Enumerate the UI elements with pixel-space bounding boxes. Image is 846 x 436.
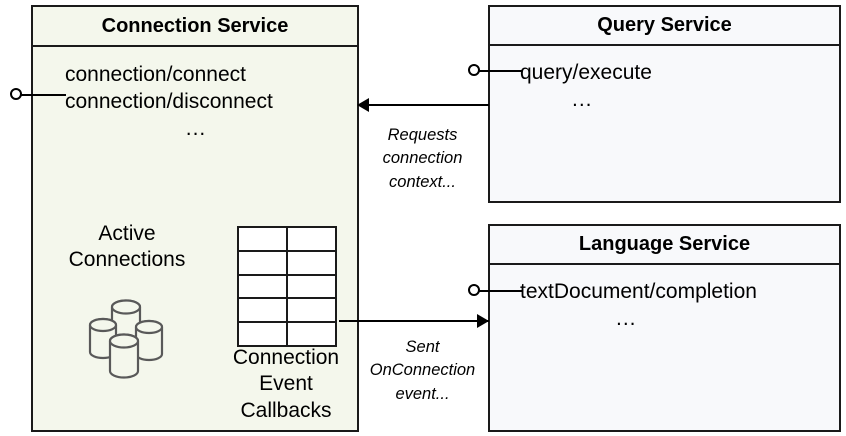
connection-service-body: connection/connect connection/disconnect… [33, 47, 357, 430]
query-service-title: Query Service [490, 7, 839, 46]
component-connection-service[interactable]: Connection Service connection/connect co… [31, 5, 359, 432]
callbacks-line-3: Callbacks [240, 398, 332, 422]
endpoint-connection-connect: connection/connect [65, 63, 246, 86]
language-service-ellipsis: ... [616, 306, 637, 330]
lollipop-interface-icon-query-service[interactable] [468, 64, 522, 80]
language-service-title: Language Service [490, 226, 839, 265]
connection-service-ellipsis: ... [185, 116, 207, 140]
lollipop-interface-icon-connection-service[interactable] [10, 88, 66, 104]
lollipop-stem [479, 290, 522, 292]
arrow-query-to-connection [358, 104, 489, 106]
sent-label-line-3: event... [395, 384, 450, 403]
sent-label-line-1: Sent [405, 338, 440, 356]
arrow-label-sent-onconnection-event: Sent OnConnection event... [360, 336, 485, 406]
sent-label-line-2: OnConnection [369, 361, 476, 380]
requests-label-line-2: connection [382, 149, 463, 168]
active-connections-line-1: Active [98, 222, 156, 245]
query-service-ellipsis: ... [572, 87, 593, 111]
lollipop-stem [21, 94, 66, 96]
arrow-label-requests-connection-context: Requests connection context... [360, 124, 485, 194]
requests-label-line-1: Requests [387, 126, 458, 144]
active-connections-line-2: Connections [68, 248, 186, 272]
endpoint-query-execute: query/execute [520, 61, 652, 84]
endpoint-connection-disconnect: connection/disconnect [65, 89, 273, 113]
lollipop-interface-icon-language-service[interactable] [468, 284, 522, 300]
component-query-service[interactable]: Query Service query/execute ... Cached C… [488, 5, 841, 203]
table-cell [288, 228, 335, 250]
table-grid-icon [237, 226, 337, 347]
language-service-endpoints: textDocument/completion ... [520, 279, 820, 333]
query-service-endpoints: query/execute ... [520, 60, 810, 114]
active-connections-label: Active Connections [47, 221, 207, 274]
arrow-head-right-icon [477, 314, 489, 328]
table-cell [239, 251, 286, 274]
table-cell [288, 251, 335, 274]
table-cell [239, 275, 286, 298]
endpoint-textdocument-completion: textDocument/completion [520, 280, 757, 303]
arrow-connection-to-language [339, 320, 489, 322]
connection-event-callbacks-label: Connection Event Callbacks [196, 345, 376, 424]
callbacks-line-2: Event [259, 372, 313, 396]
callbacks-line-1: Connection [232, 346, 340, 369]
table-cell [239, 228, 286, 250]
table-cell [239, 299, 286, 322]
table-cell [288, 299, 335, 322]
lollipop-stem [479, 70, 522, 72]
table-cell [288, 323, 335, 345]
connection-service-endpoints: connection/connect connection/disconnect… [65, 62, 327, 143]
query-service-body: query/execute ... Cached Connection [490, 46, 839, 201]
arrow-head-left-icon [357, 98, 369, 112]
component-language-service[interactable]: Language Service textDocument/completion… [488, 224, 841, 432]
requests-label-line-3: context... [389, 172, 456, 191]
table-cell [239, 323, 286, 345]
table-cell [288, 275, 335, 298]
connection-service-title: Connection Service [33, 7, 357, 47]
language-service-body: textDocument/completion ... SMO Metadata… [490, 265, 839, 430]
database-cluster-icon [88, 299, 164, 379]
